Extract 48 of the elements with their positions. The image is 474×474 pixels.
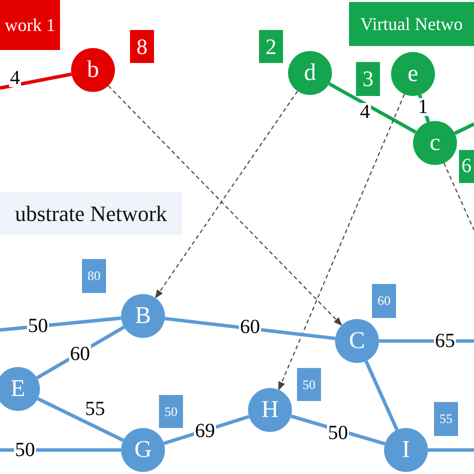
link-line: [379, 339, 474, 343]
demand-box: 3: [356, 62, 380, 96]
node-circle: G: [121, 428, 165, 472]
network-title-box: work 1: [0, 0, 60, 50]
edge-label: 50: [327, 424, 349, 442]
link-line: [364, 360, 399, 431]
demand-box: 6: [459, 150, 474, 183]
edge-label: 60: [239, 318, 261, 336]
link-line: [428, 448, 474, 452]
node-circle: E: [0, 367, 40, 411]
node-circle: d: [288, 51, 332, 95]
edge-label: 55: [84, 400, 106, 418]
node-circle: C: [335, 319, 379, 363]
capacity-box: 50: [159, 395, 183, 428]
capacity-box: 80: [82, 259, 106, 293]
demand-box: 8: [130, 30, 154, 63]
link-line: [328, 82, 417, 134]
link-line: [37, 397, 124, 442]
edge-label: 50: [14, 441, 36, 459]
node-circle: c: [413, 121, 457, 165]
link-line: [0, 72, 72, 90]
link-line: [0, 448, 121, 452]
capacity-box: 55: [434, 402, 458, 436]
link-line: [164, 316, 336, 340]
node-circle: B: [121, 294, 165, 338]
link-line: [290, 414, 386, 446]
mapping-arrow: [154, 90, 298, 299]
edge-label: 65: [434, 332, 456, 350]
capacity-box: 50: [297, 368, 321, 401]
edge-label: 60: [69, 345, 91, 363]
node-circle: I: [384, 428, 428, 472]
node-circle: H: [248, 388, 292, 432]
edge-label: 1: [417, 98, 429, 116]
edge-label: 69: [194, 422, 216, 440]
link-line: [0, 316, 122, 332]
edge-label: 4: [9, 69, 21, 87]
network-title-box: ubstrate Network: [0, 192, 182, 235]
node-circle: b: [71, 48, 115, 92]
link-line: [454, 122, 474, 135]
link-line: [36, 326, 125, 380]
network-title-box: Virtual Netwo: [349, 2, 474, 46]
mapping-arrow: [278, 94, 405, 391]
demand-box: 2: [259, 30, 283, 63]
edge-label: 4: [359, 103, 371, 121]
capacity-box: 60: [372, 284, 396, 318]
node-circle: e: [391, 52, 435, 96]
edge-label: 50: [27, 317, 49, 335]
mapping-arrow: [108, 85, 342, 326]
